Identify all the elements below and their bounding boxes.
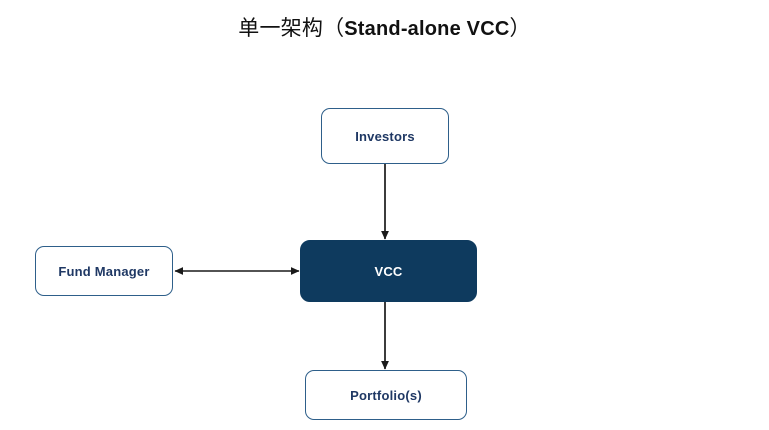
node-fund-manager[interactable]: Fund Manager (35, 246, 173, 296)
page-title-cjk-suffix: ） (509, 16, 531, 40)
node-investors-label: Investors (355, 128, 415, 144)
page-title: 单一架构（Stand-alone VCC） (0, 12, 769, 42)
page-title-cjk-prefix: 单一架构（ (238, 16, 345, 40)
node-vcc-label: VCC (374, 263, 403, 279)
node-vcc[interactable]: VCC (300, 240, 477, 302)
page-title-latin: Stand-alone VCC (344, 18, 510, 40)
node-fund-manager-label: Fund Manager (58, 263, 150, 279)
node-portfolios[interactable]: Portfolio(s) (305, 370, 467, 420)
node-portfolios-label: Portfolio(s) (350, 387, 422, 403)
node-investors[interactable]: Investors (321, 108, 449, 164)
